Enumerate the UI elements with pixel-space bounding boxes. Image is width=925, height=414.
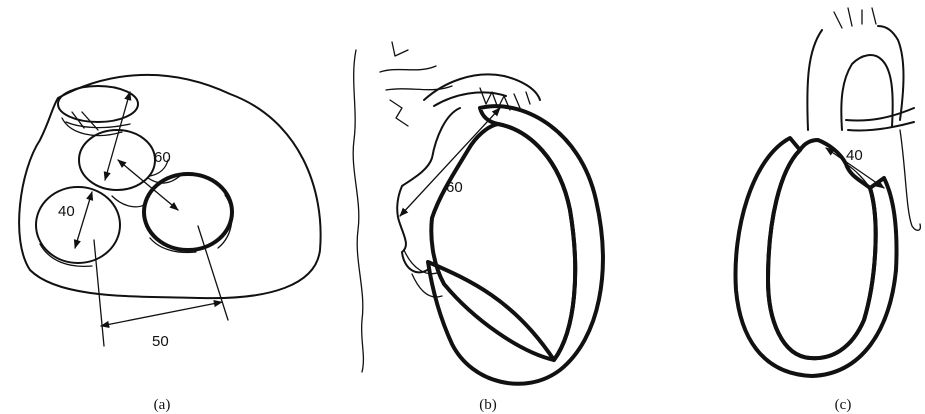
panel-a-label-40: 40 bbox=[58, 203, 75, 220]
dimension-arrow-50 bbox=[101, 302, 222, 326]
panel-c-caption: (c) bbox=[835, 397, 852, 413]
panel-b-caption: (b) bbox=[479, 397, 497, 413]
panel-c-aortic-arch bbox=[807, 26, 903, 130]
panel-c-long-axis-view: 40 (c) bbox=[735, 8, 920, 413]
mitral-valve bbox=[144, 174, 232, 252]
panel-a-caption: (a) bbox=[154, 397, 171, 413]
panel-a-heart-base-outline bbox=[19, 75, 321, 298]
panel-c-ventricle-cavity bbox=[768, 140, 876, 358]
panel-a-valve-ring-view: 60 40 50 (a) bbox=[19, 75, 321, 413]
tricuspid-valve bbox=[36, 187, 120, 266]
panel-c-outflow bbox=[846, 108, 914, 131]
pulmonary-valve bbox=[58, 86, 138, 136]
panel-b-label-60: 60 bbox=[446, 179, 463, 196]
panel-c-label-40: 40 bbox=[846, 147, 863, 164]
dimension-arrow-40 bbox=[75, 192, 92, 248]
panel-b-long-axis-view: 60 (b) bbox=[353, 42, 603, 413]
panel-b-vessels bbox=[424, 74, 540, 106]
panel-c-myocardium bbox=[735, 138, 896, 376]
panel-b-chest-wall bbox=[353, 50, 363, 372]
panel-a-label-50: 50 bbox=[152, 333, 169, 350]
panel-a-label-60: 60 bbox=[154, 149, 171, 166]
dimension-arrow-60 bbox=[400, 108, 500, 216]
dimension-arrow-inner bbox=[118, 160, 178, 210]
